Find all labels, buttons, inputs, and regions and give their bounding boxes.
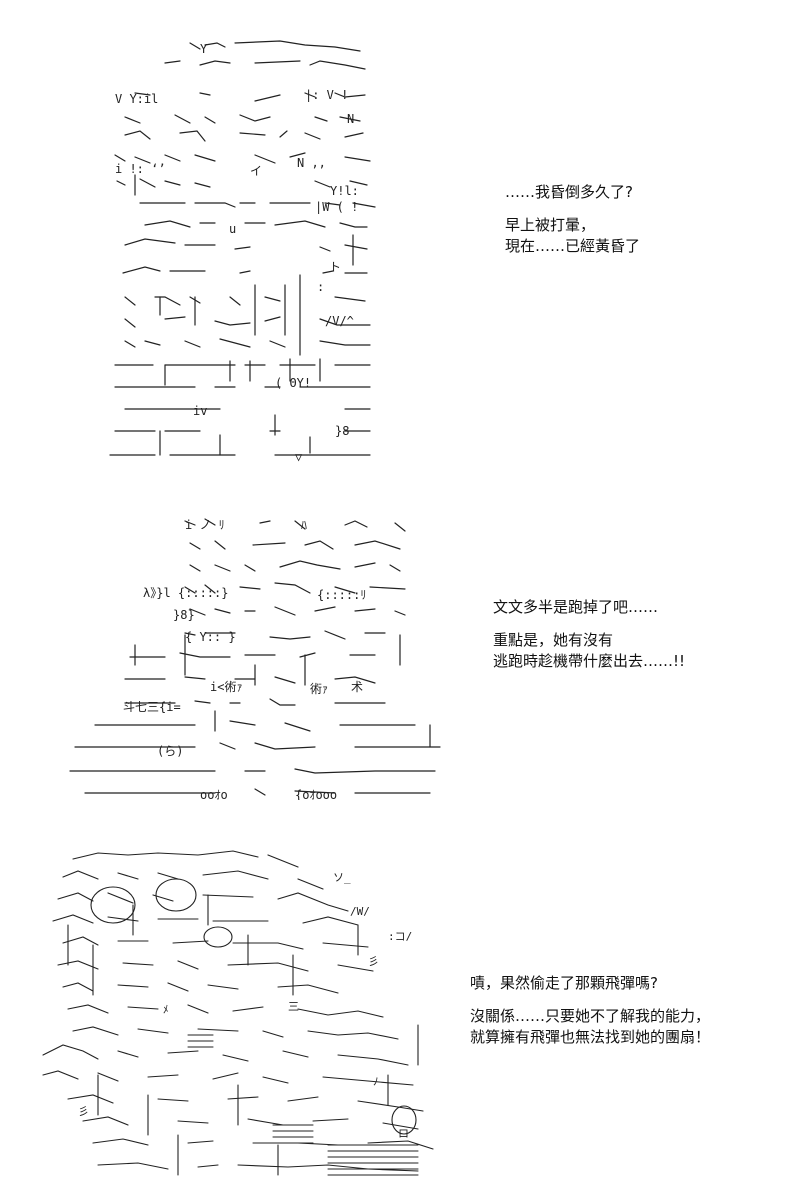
svg-text:i !: ‘’: i !: ‘’ xyxy=(115,162,166,176)
svg-text:斗七三{i=: 斗七三{i= xyxy=(123,700,181,714)
ascii-art-drawing-1: Y V Y:il |: V ! N i !: ‘’ イ N ,, Y!l: |W… xyxy=(109,40,376,464)
caption-panel-2: 文文多半是跑掉了吧…… 重點是，她有沒有 逃跑時趁機帶什麼出去……!! xyxy=(493,597,685,672)
caption-line: 就算擁有飛彈也無法找到她的團扇！ xyxy=(470,1028,711,1046)
ascii-art-character-3: ソ_ /W/ :コ/ 彡 三 ﾉ ロ 彡 ﾒ xyxy=(38,845,448,1185)
svg-text:ロ: ロ xyxy=(398,1127,409,1140)
svg-text:{:::::ﾘ: {:::::ﾘ xyxy=(317,588,366,602)
ascii-art-character-2: i ノ ﾘ ﾊ {:::::ﾘ λ》}l {:::::} }8} { Y:: }… xyxy=(55,515,450,800)
caption-gap xyxy=(493,618,685,630)
caption-panel-1: ……我昏倒多久了? 早上被打暈， 現在……已經黃昏了 xyxy=(505,182,640,257)
svg-text:ﾊ: ﾊ xyxy=(301,518,307,532)
panel-1: Y V Y:il |: V ! N i !: ‘’ イ N ,, Y!l: |W… xyxy=(0,0,800,480)
svg-text:/V/^: /V/^ xyxy=(325,314,354,328)
svg-text:|: V !: |: V ! xyxy=(305,88,348,102)
svg-text:i ノ ﾘ: i ノ ﾘ xyxy=(185,518,225,532)
caption-line: 重點是，她有沒有 xyxy=(493,631,614,649)
caption-panel-3: 嘖，果然偷走了那顆飛彈嗎? 沒關係……只要她不了解我的能力， 就算擁有飛彈也無法… xyxy=(470,973,710,1048)
svg-text:λ》}l {:::::}: λ》}l {:::::} xyxy=(143,586,228,600)
svg-text:{oｵooo: {oｵooo xyxy=(295,788,337,800)
svg-text:イ: イ xyxy=(250,164,262,178)
svg-text:術ｧ: 術ｧ xyxy=(310,682,328,696)
svg-text:三: 三 xyxy=(288,1000,299,1013)
svg-text::: : xyxy=(317,280,324,294)
svg-text:V Y:il: V Y:il xyxy=(115,92,158,106)
caption-gap xyxy=(505,203,640,215)
svg-text:N ,,: N ,, xyxy=(297,156,326,170)
caption-line: 嘖，果然偷走了那顆飛彈嗎? xyxy=(470,974,658,992)
svg-text:i<術ｧ: i<術ｧ xyxy=(210,680,242,694)
svg-text:彡: 彡 xyxy=(368,955,379,968)
svg-text:彡: 彡 xyxy=(78,1105,89,1118)
svg-text:/W/: /W/ xyxy=(350,905,370,918)
svg-text:(ら): (ら) xyxy=(157,744,183,758)
svg-text:N: N xyxy=(347,112,354,126)
svg-text:|W ( !: |W ( ! xyxy=(315,200,358,214)
ascii-art-character-1: Y V Y:il |: V ! N i !: ‘’ イ N ,, Y!l: |W… xyxy=(105,35,405,465)
svg-text:}8: }8 xyxy=(335,424,349,438)
caption-gap xyxy=(470,994,710,1006)
svg-text:( ΘY!: ( ΘY! xyxy=(275,376,311,390)
panel-2: i ノ ﾘ ﾊ {:::::ﾘ λ》}l {:::::} }8} { Y:: }… xyxy=(0,500,800,810)
svg-text:Y: Y xyxy=(200,42,208,56)
caption-line: 逃跑時趁機帶什麼出去……!! xyxy=(493,652,686,670)
svg-text:u: u xyxy=(229,222,236,236)
panel-3: ソ_ /W/ :コ/ 彡 三 ﾉ ロ 彡 ﾒ 嘖，果然偷走了那顆飛彈嗎? 沒關係… xyxy=(0,835,800,1195)
caption-line: 沒關係……只要她不了解我的能力， xyxy=(470,1007,711,1025)
svg-text:ﾒ: ﾒ xyxy=(163,1003,169,1016)
svg-text::コ/: :コ/ xyxy=(388,930,412,943)
caption-line: 現在……已經黃昏了 xyxy=(505,237,641,255)
svg-text:ト: ト xyxy=(329,260,341,274)
svg-text:术: 术 xyxy=(351,680,363,694)
caption-line: 早上被打暈， xyxy=(505,216,596,234)
caption-line: ……我昏倒多久了? xyxy=(505,183,633,201)
svg-text:}8}: }8} xyxy=(173,608,195,622)
ascii-art-drawing-3: ソ_ /W/ :コ/ 彡 三 ﾉ ロ 彡 ﾒ xyxy=(42,850,434,1176)
svg-text:ooｵo: ooｵo xyxy=(200,788,228,800)
svg-text:ソ_: ソ_ xyxy=(333,871,351,884)
ascii-art-drawing-2: i ノ ﾘ ﾊ {:::::ﾘ λ》}l {:::::} }8} { Y:: }… xyxy=(69,518,441,800)
svg-text:{ Y:: }: { Y:: } xyxy=(185,630,236,644)
svg-text:▽: ▽ xyxy=(295,450,303,464)
svg-text:ﾉ: ﾉ xyxy=(373,1075,379,1088)
caption-line: 文文多半是跑掉了吧…… xyxy=(493,598,659,616)
svg-text:iv: iv xyxy=(193,404,207,418)
svg-text:Y!l:: Y!l: xyxy=(330,184,359,198)
